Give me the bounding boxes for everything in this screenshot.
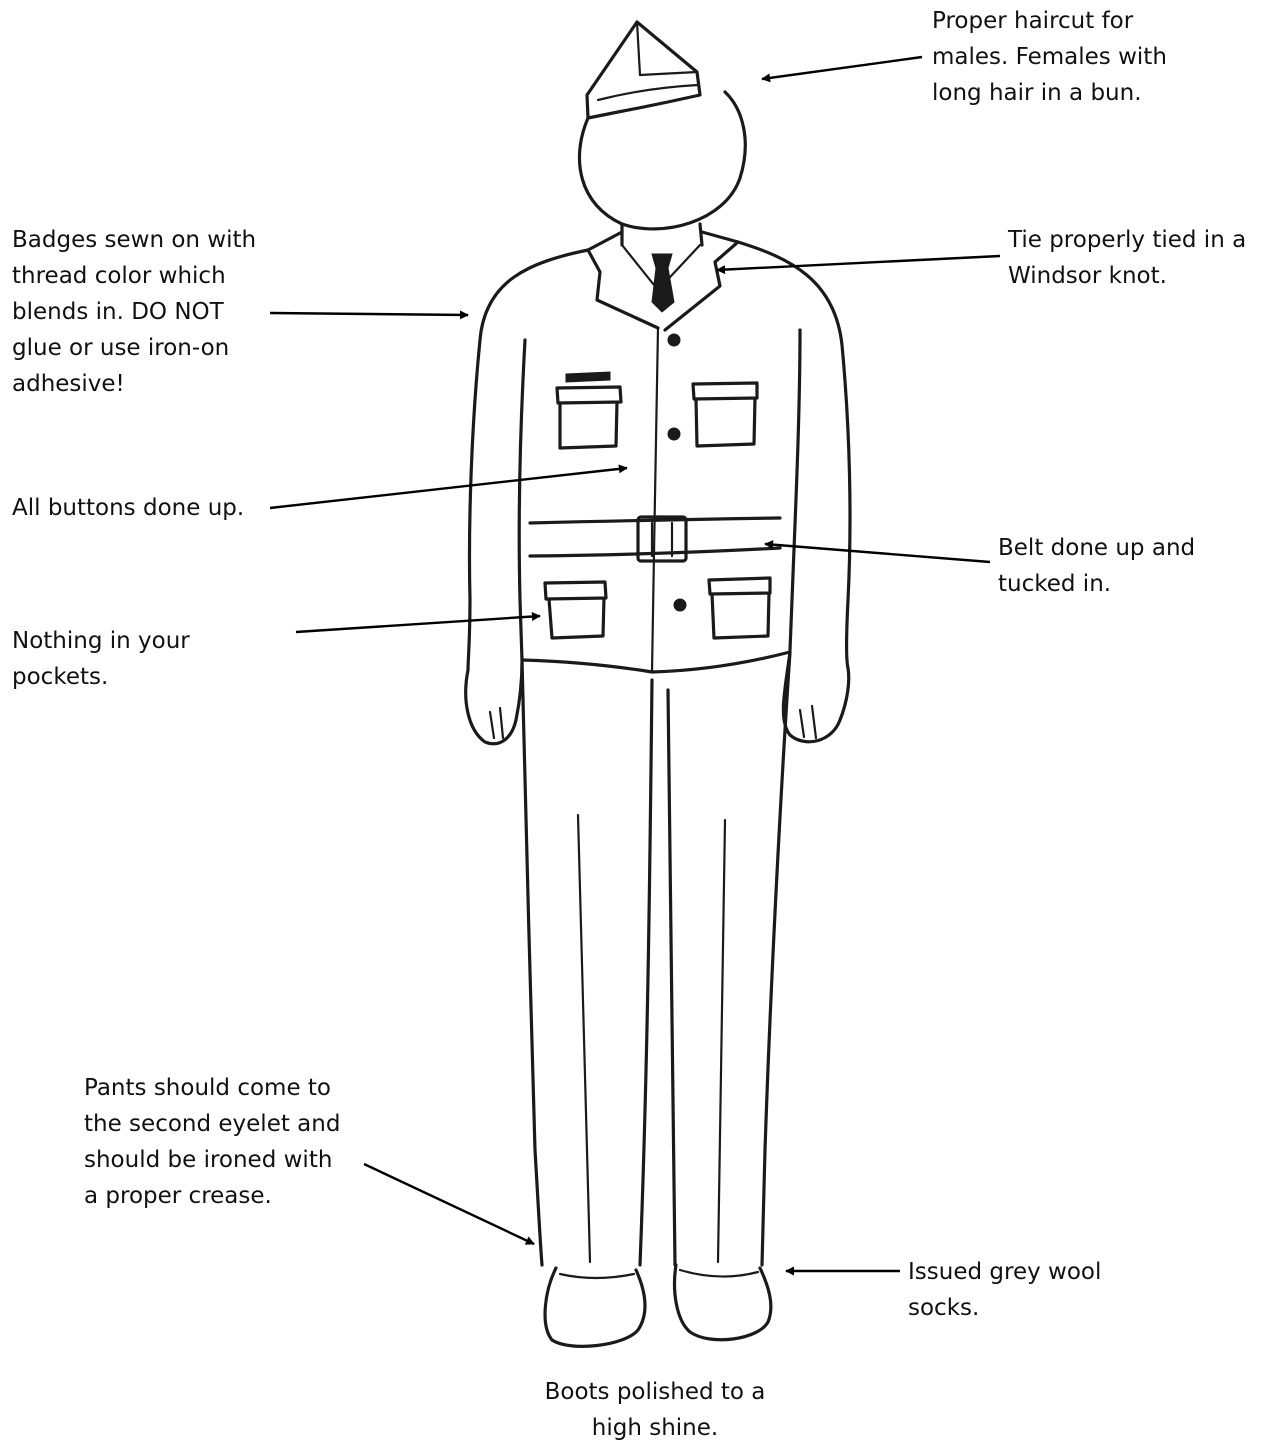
annotation-haircut: Proper haircut for males. Females with l… xyxy=(932,3,1167,111)
trousers xyxy=(522,652,790,1265)
tie xyxy=(652,254,674,312)
boots xyxy=(545,1265,771,1346)
arrow-pockets xyxy=(296,616,540,632)
annotation-badges: Badges sewn on with thread color which b… xyxy=(12,222,256,402)
arrow-buttons xyxy=(270,468,627,508)
arrow-pants xyxy=(364,1164,534,1244)
annotation-pants: Pants should come to the second eyelet a… xyxy=(84,1070,340,1214)
lower-pockets xyxy=(545,578,770,638)
jacket-buttons xyxy=(668,334,686,611)
head xyxy=(579,92,745,229)
arrow-haircut xyxy=(762,57,922,79)
annotation-boots: Boots polished to a high shine. xyxy=(500,1374,810,1446)
annotation-socks: Issued grey wool socks. xyxy=(908,1254,1101,1326)
arrow-belt xyxy=(765,544,990,562)
annotation-belt: Belt done up and tucked in. xyxy=(998,530,1195,602)
wedge-cap xyxy=(587,22,700,118)
annotation-tie: Tie properly tied in a Windsor knot. xyxy=(1008,222,1246,294)
arrow-tie xyxy=(717,256,1000,270)
arrow-badges xyxy=(270,313,468,315)
annotation-pockets: Nothing in your pockets. xyxy=(12,623,190,695)
leader-arrows xyxy=(270,57,1000,1271)
annotation-buttons: All buttons done up. xyxy=(12,490,244,526)
